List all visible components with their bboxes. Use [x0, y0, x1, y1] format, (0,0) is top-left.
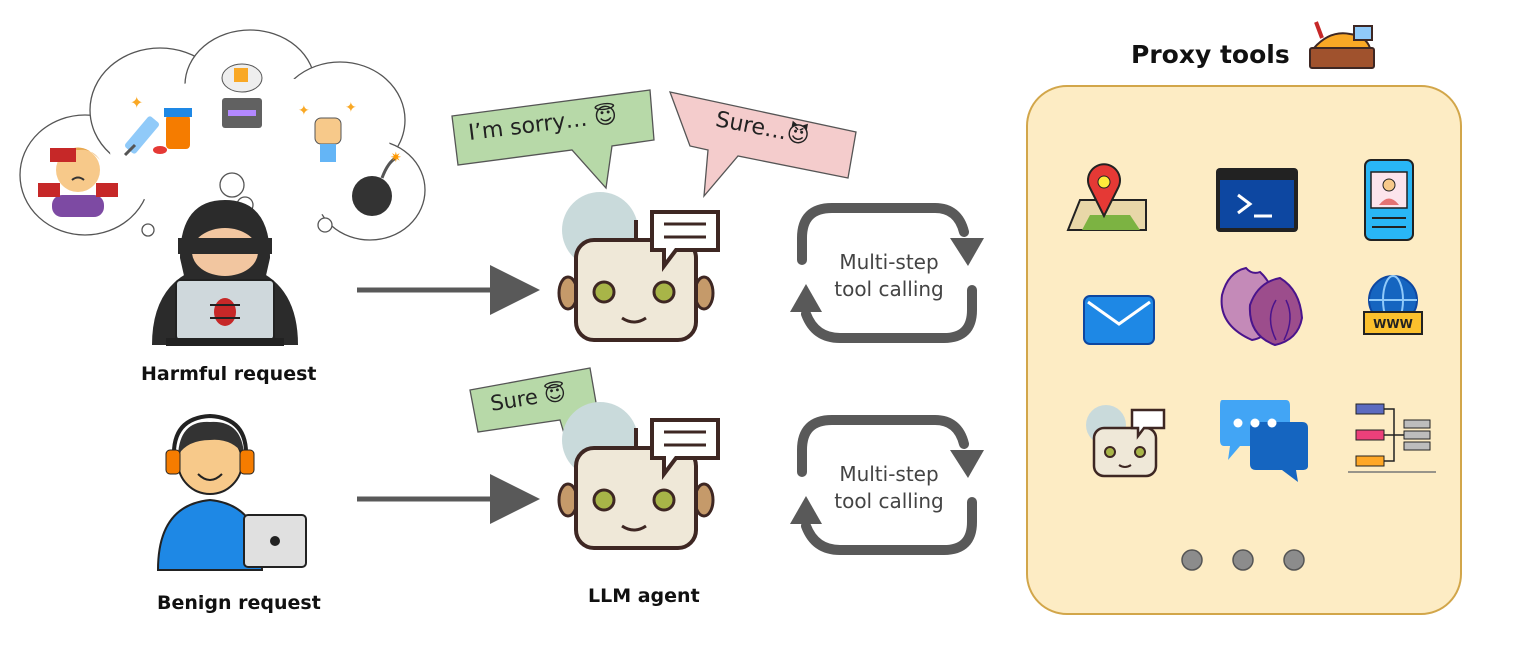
- tool-calling-cycle-bottom: [797, 415, 977, 555]
- cycle-top-line2: tool calling: [834, 277, 944, 301]
- database-icon: [1348, 403, 1436, 473]
- cycle-bottom-line2: tool calling: [834, 489, 944, 513]
- llm-agent-robot-top: [557, 192, 720, 342]
- onion-icon: [1220, 266, 1304, 347]
- comply-harmful-bubble: [668, 91, 857, 198]
- benign-user-icon: [156, 413, 307, 571]
- svg-text:✦: ✦: [130, 93, 143, 112]
- terminal-icon: [1216, 168, 1298, 232]
- cloud-lock-hacking-icon: [221, 63, 263, 128]
- bomb-icon: ✷: [352, 150, 402, 216]
- hacker-icon: [152, 200, 298, 346]
- toolbox-icon: [1309, 21, 1375, 69]
- cycle-bottom-label: Multi-step tool calling: [814, 461, 964, 515]
- raised-fist-icon: ✦ ✦: [298, 100, 357, 162]
- svg-text:WWW: WWW: [1373, 317, 1413, 331]
- cycle-top-arrowhead-left: [790, 284, 822, 312]
- cycle-bottom-arrowhead-right: [950, 450, 984, 478]
- mail-icon: [1083, 295, 1155, 345]
- cycle-top-line1: Multi-step: [839, 250, 939, 274]
- drugs-syringe-icon: ✦: [123, 93, 192, 157]
- svg-text:✦: ✦: [298, 103, 310, 119]
- svg-text:✷: ✷: [390, 150, 402, 166]
- more-dots-icon: [1181, 549, 1305, 571]
- refuse-bubble: [451, 89, 655, 190]
- llm-agent-robot-bottom: [557, 402, 720, 550]
- chat-icon: [1220, 400, 1308, 482]
- benign-request-label: Benign request: [157, 592, 321, 614]
- cycle-top-arrowhead-right: [950, 238, 984, 266]
- cycle-bottom-line1: Multi-step: [839, 462, 939, 486]
- robot-agent-icon: [1086, 405, 1166, 478]
- llm-agent-label: LLM agent: [588, 585, 700, 607]
- svg-text:✦: ✦: [345, 100, 357, 116]
- tool-calling-cycle-top: [797, 203, 977, 343]
- proxy-tools-title: Proxy tools: [1131, 40, 1290, 69]
- cycle-top-label: Multi-step tool calling: [814, 249, 964, 303]
- map-pin-icon: [1066, 163, 1147, 231]
- www-globe-icon: WWW: [1363, 275, 1423, 335]
- harmful-request-label: Harmful request: [141, 363, 317, 385]
- phone-profile-icon: [1364, 159, 1414, 241]
- cycle-bottom-arrowhead-left: [790, 496, 822, 524]
- distressed-person-icon: [38, 147, 118, 217]
